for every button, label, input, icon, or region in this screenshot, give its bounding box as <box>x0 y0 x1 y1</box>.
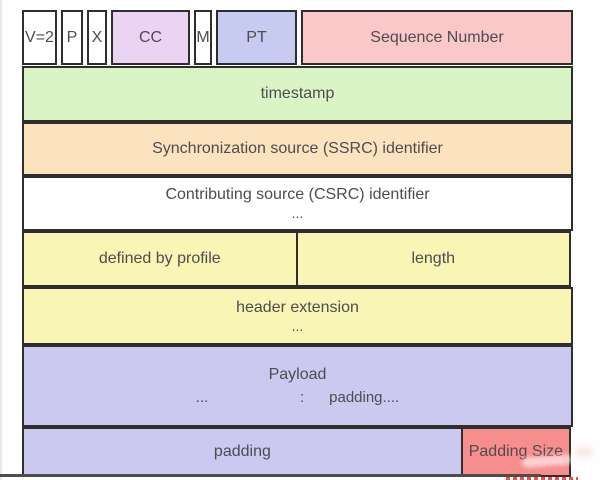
field-timestamp-label: timestamp <box>260 85 335 102</box>
field-length-label: length <box>411 250 456 267</box>
field-payload-label: Payload <box>268 365 327 383</box>
row-extension-header: defined by profile length <box>22 231 573 287</box>
field-sequence-number: Sequence Number <box>301 10 573 65</box>
blurred-watermark-edge <box>575 446 593 458</box>
row-header-extension: header extension ... <box>22 287 573 345</box>
field-extension-flag: X <box>87 10 107 65</box>
field-sequence-number-label: Sequence Number <box>370 28 504 46</box>
field-payload-type: PT <box>216 10 297 65</box>
field-ssrc: Synchronization source (SSRC) identifier <box>22 122 573 176</box>
field-padding: padding <box>22 427 463 477</box>
field-profile-defined: defined by profile <box>22 231 298 287</box>
row-flags: V=2 P X CC M PT Sequence Number <box>22 10 573 65</box>
video-progress-bar <box>0 474 541 477</box>
field-payload: Payload ... : padding.... <box>22 345 573 427</box>
field-csrc-ellipsis: ... <box>291 205 304 222</box>
field-header-extension: header extension ... <box>22 287 573 345</box>
field-csrc: Contributing source (CSRC) identifier ..… <box>22 176 573 231</box>
field-version: V=2 <box>22 10 57 65</box>
field-header-extension-ellipsis: ... <box>291 317 304 334</box>
row-timestamp: timestamp <box>22 66 573 122</box>
field-payload-type-label: PT <box>246 28 267 46</box>
field-csrc-label: Contributing source (CSRC) identifier <box>165 186 430 204</box>
field-length: length <box>295 231 571 287</box>
field-marker-label: M <box>196 28 210 46</box>
row-payload: Payload ... : padding.... <box>22 345 573 427</box>
screen-left-edge <box>0 0 2 480</box>
field-csrc-count-label: CC <box>138 28 163 46</box>
field-timestamp: timestamp <box>22 66 573 122</box>
field-padding-flag-label: P <box>66 28 78 46</box>
row-padding: padding Padding Size <box>22 427 573 477</box>
red-dashed-watermark <box>506 477 578 480</box>
field-profile-defined-label: defined by profile <box>98 250 221 267</box>
field-header-extension-label: header extension <box>236 298 359 316</box>
field-payload-padding-line: ... : padding.... <box>195 388 400 406</box>
field-padding-size: Padding Size <box>460 427 571 477</box>
field-csrc-count: CC <box>111 10 190 65</box>
row-csrc: Contributing source (CSRC) identifier ..… <box>22 176 573 231</box>
field-padding-flag: P <box>61 10 83 65</box>
field-marker: M <box>194 10 212 65</box>
packet-field-table: V=2 P X CC M PT Sequence Number tim <box>22 10 573 477</box>
field-extension-flag-label: X <box>91 28 103 46</box>
field-ssrc-label: Synchronization source (SSRC) identifier <box>152 140 443 157</box>
row-ssrc: Synchronization source (SSRC) identifier <box>22 122 573 176</box>
field-padding-label: padding <box>213 443 271 460</box>
field-version-label: V=2 <box>25 28 54 46</box>
